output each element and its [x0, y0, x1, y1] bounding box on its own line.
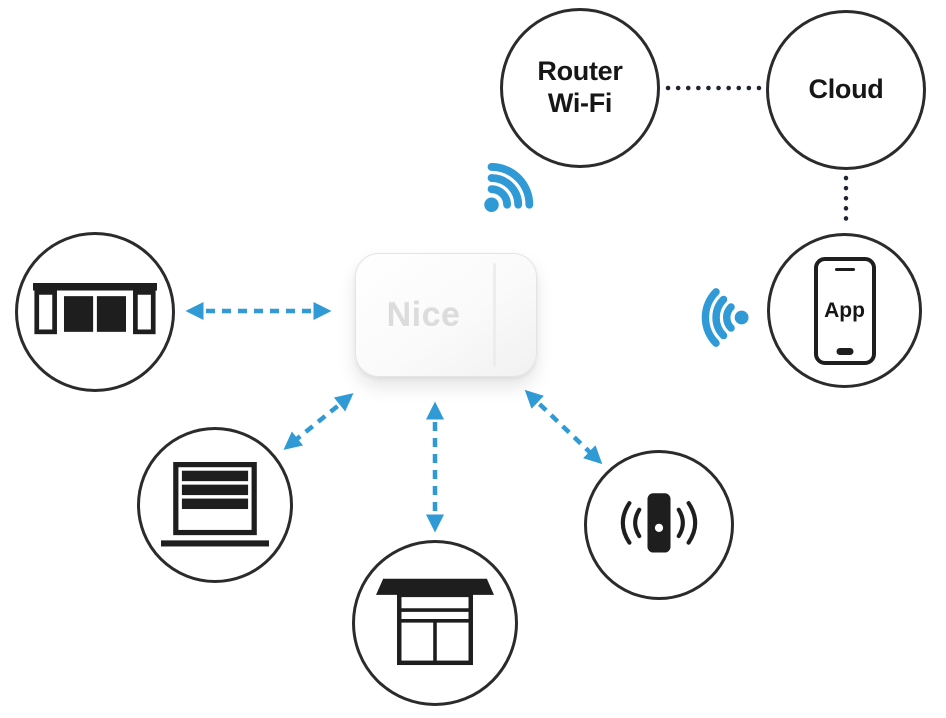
sliding-gate-icon	[33, 282, 157, 335]
alarm-siren-node	[584, 450, 734, 600]
sectional-door-icon	[376, 579, 494, 666]
router-node: Router Wi-Fi	[500, 8, 660, 168]
alarm-siren-icon	[620, 493, 698, 553]
cloud-node: Cloud	[766, 10, 926, 170]
phone-speaker-line	[834, 267, 855, 271]
hub-device-seam	[493, 263, 496, 367]
app-label: App	[824, 298, 865, 322]
hub-wifi-signal-icon	[484, 163, 534, 212]
smartphone-icon: App	[813, 256, 876, 365]
roller-shutter-icon	[161, 462, 269, 547]
sliding-gate-node	[15, 232, 175, 392]
router-label-line2: Wi-Fi	[547, 88, 613, 118]
app-wifi-signal-icon	[701, 288, 749, 347]
arrow-hub-alarm-siren	[524, 389, 603, 465]
phone-home-button	[836, 347, 853, 355]
arrow-hub-roller-shutter	[283, 393, 354, 450]
hub-brand-label: Nice	[386, 295, 461, 334]
cloud-label: Cloud	[808, 74, 884, 105]
sectional-door-node	[352, 540, 518, 706]
router-label-line1: Router	[537, 56, 623, 87]
app-node: App	[767, 233, 922, 388]
hub-device: Nice	[355, 253, 537, 377]
router-label: Router Wi-Fi	[537, 56, 623, 120]
roller-shutter-node	[137, 427, 293, 583]
